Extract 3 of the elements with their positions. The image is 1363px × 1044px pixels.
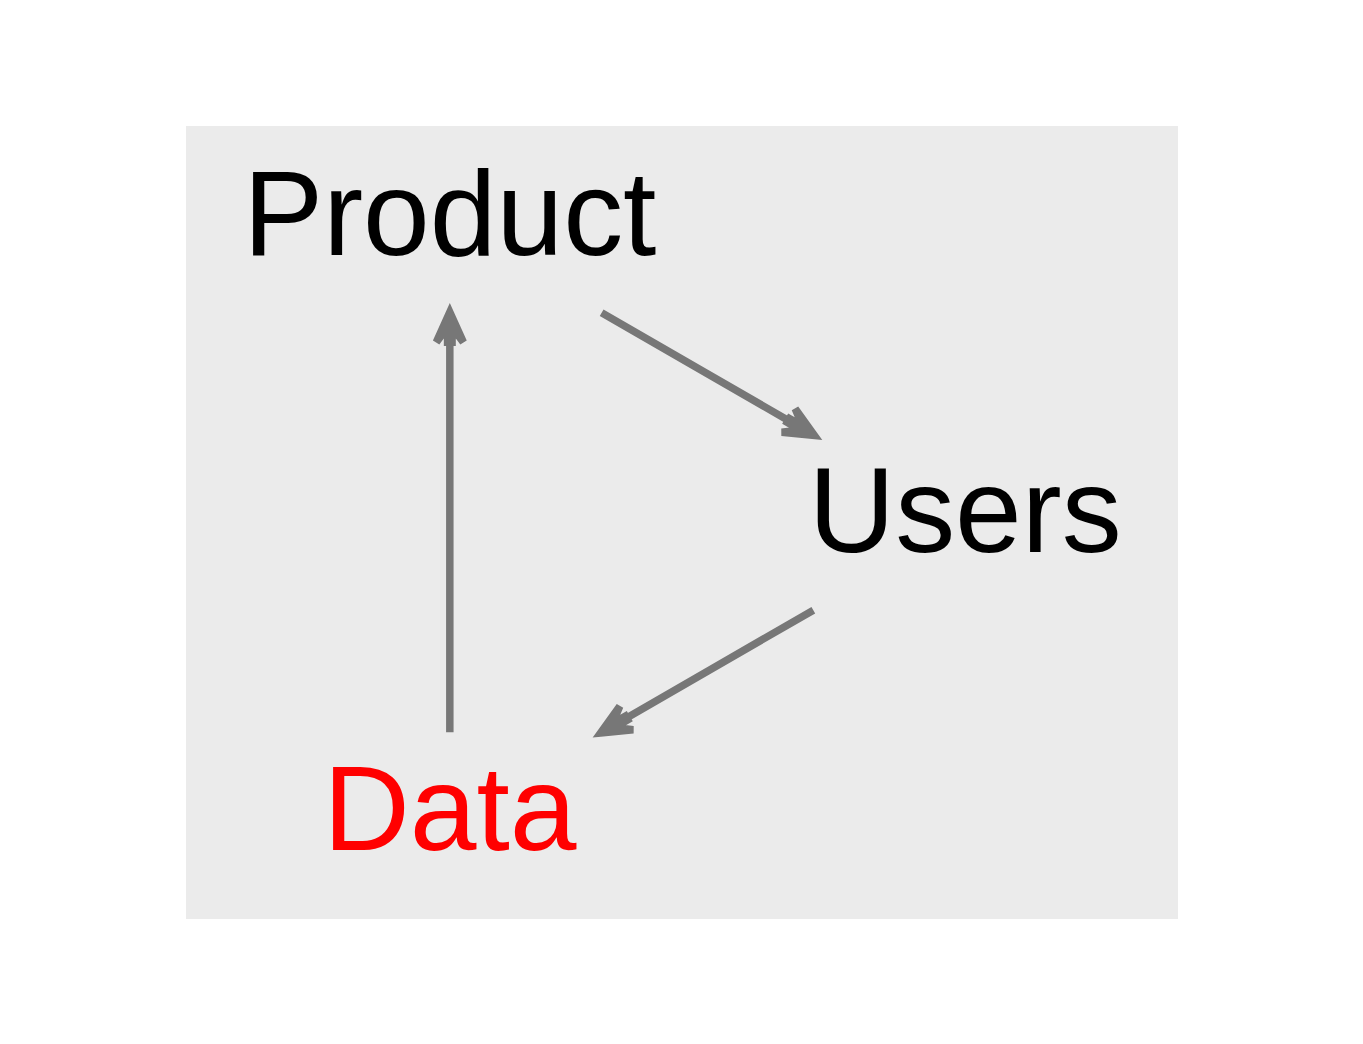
node-text: Product — [242, 145, 656, 280]
node-text: Data — [322, 740, 576, 875]
node-text: Users — [808, 442, 1122, 577]
